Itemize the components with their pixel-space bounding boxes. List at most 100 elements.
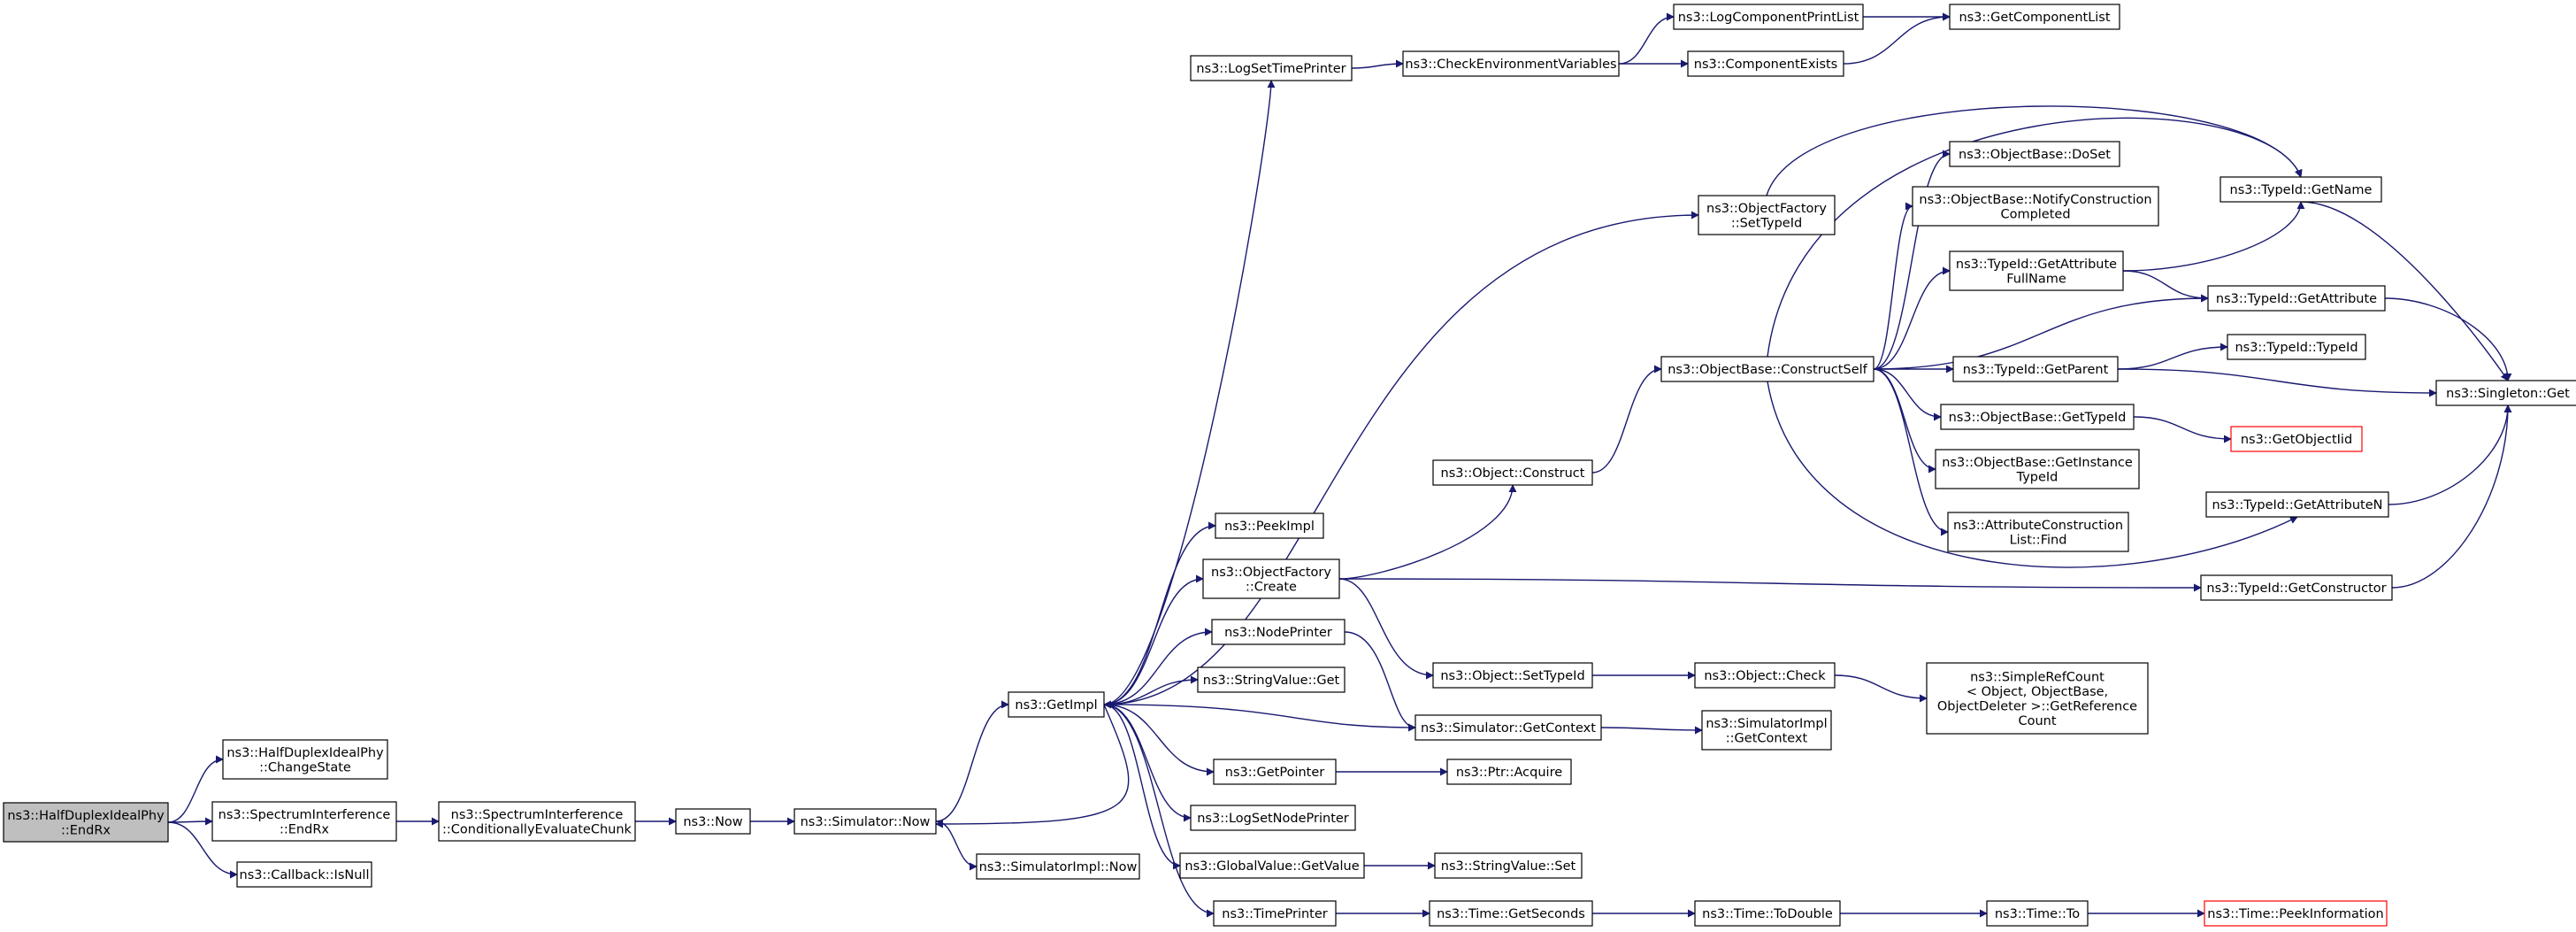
node-time_to[interactable]: ns3::Time::To [1986,900,2089,927]
node-stringvalue_get[interactable]: ns3::StringValue::Get [1197,666,1346,693]
call-edge-typeid_getattribute-to-singleton_get [2384,297,2512,381]
node-box [1414,714,1602,741]
node-componentexists[interactable]: ns3::ComponentExists [1687,50,1844,77]
node-label: ns3::TypeId::GetConstructor [2206,582,2386,596]
node-objectfactory_create[interactable]: ns3::ObjectFactory::Create [1202,558,1340,599]
node-label: ns3::TypeId::GetAttributeN [2212,498,2382,512]
node-box [222,739,388,780]
node-label: ns3::Singleton::Get [2446,387,2570,401]
call-edge-object_check-to-simplerefcount [1834,674,1928,703]
node-time_peekinformation[interactable]: ns3::Time::PeekInformation [2204,900,2388,927]
node-label: ns3::CheckEnvironmentVariables [1405,58,1616,72]
node-spectrum_endrx[interactable]: ns3::SpectrumInterference::EndRx [211,801,397,842]
node-now[interactable]: ns3::Now [675,808,751,835]
call-edge-constructself-to-objectbase_getinstancetypeid [1873,368,1936,474]
node-label: < Object, ObjectBase, [1966,685,2108,699]
node-singleton_get[interactable]: ns3::Singleton::Get [2435,380,2576,406]
node-simulatorimpl_getcontext[interactable]: ns3::SimulatorImpl::GetContext [1701,710,1832,751]
node-simulator_getcontext[interactable]: ns3::Simulator::GetContext [1414,714,1602,741]
call-edge-typeid_getattributen-to-singleton_get [2388,404,2512,505]
node-peekimpl[interactable]: ns3::PeekImpl [1215,512,1324,539]
node-logsettimeprinter[interactable]: ns3::LogSetTimePrinter [1190,55,1353,81]
node-globalvalue_getvalue[interactable]: ns3::GlobalValue::GetValue [1179,852,1365,879]
node-logsetnodeprinter[interactable]: ns3::LogSetNodePrinter [1190,805,1356,831]
node-label: ns3::SimulatorImpl [1706,717,1827,731]
call-edge-object_construct-to-constructself [1591,365,1662,474]
node-stringvalue_set[interactable]: ns3::StringValue::Set [1434,852,1583,879]
node-label: ns3::ObjectBase::GetTypeId [1949,411,2127,425]
node-label: ns3::Time::PeekInformation [2207,907,2383,921]
node-constructself[interactable]: ns3::ObjectBase::ConstructSelf [1660,356,1874,382]
node-box [1432,459,1593,486]
node-halfduplex_changestate[interactable]: ns3::HalfDuplexIdealPhy::ChangeState [222,739,388,780]
node-box [2207,285,2386,312]
node-box [1949,141,2120,167]
node-label: ns3::Ptr::Acquire [1456,766,1562,780]
node-label: List::Find [2010,533,2067,547]
node-getimpl[interactable]: ns3::GetImpl [1008,691,1105,718]
node-timeprinter[interactable]: ns3::TimePrinter [1213,900,1337,927]
node-label: ::Create [1246,580,1297,594]
node-label: ns3::Now [683,815,742,829]
node-object_check[interactable]: ns3::Object::Check [1694,662,1836,689]
node-simplerefcount[interactable]: ns3::SimpleRefCount< Object, ObjectBase,… [1926,662,2149,735]
node-label: ns3::GlobalValue::GetValue [1184,859,1359,874]
node-label: ns3::GetObjectIid [2241,433,2352,447]
node-ptr_acquire[interactable]: ns3::Ptr::Acquire [1446,759,1572,785]
node-label: FullName [2006,272,2066,286]
node-object_settypeid[interactable]: ns3::Object::SetTypeId [1432,662,1593,689]
node-label: ns3::Callback::IsNull [240,868,370,882]
node-typeid_getname[interactable]: ns3::TypeId::GetName [2220,176,2382,203]
node-typeid_getattributen[interactable]: ns3::TypeId::GetAttributeN [2205,491,2389,518]
node-box [1986,900,2089,927]
node-box [1912,186,2159,227]
node-label: ns3::GetPointer [1225,766,1325,780]
node-getobjectiid[interactable]: ns3::GetObjectIid [2230,426,2363,452]
call-edge-getimpl-to-logsettimeprinter [1103,80,1276,705]
node-typeid_getattribute[interactable]: ns3::TypeId::GetAttribute [2207,285,2386,312]
node-nodeprinter[interactable]: ns3::NodePrinter [1211,619,1346,645]
call-edge-getimpl-to-stringvalue_get [1103,675,1199,705]
node-box [438,801,636,842]
call-edge-getimpl-to-objectfactory_settypeid [1103,211,1699,705]
node-typeid_getconstructor[interactable]: ns3::TypeId::GetConstructor [2200,574,2393,601]
call-edge-typeid_getname-to-singleton_get [2300,201,2509,381]
node-objectbase_notify[interactable]: ns3::ObjectBase::NotifyConstructionCompl… [1912,186,2159,227]
call-edge-simulator_now-to-simulatorimpl_now [935,820,978,871]
node-checkenv[interactable]: ns3::CheckEnvironmentVariables [1402,50,1620,77]
call-edge-typeid_getattributefullname-to-typeid_getattribute [2122,270,2209,303]
node-label: ns3::SimpleRefCount [1970,670,2104,684]
node-typeid_getparent[interactable]: ns3::TypeId::GetParent [1952,356,2119,382]
node-label: ::GetContext [1726,731,1808,745]
node-spectrum_chunk[interactable]: ns3::SpectrumInterference::Conditionally… [438,801,636,842]
node-objectfactory_settypeid[interactable]: ns3::ObjectFactory::SetTypeId [1698,195,1836,235]
node-objectbase_gettypeid[interactable]: ns3::ObjectBase::GetTypeId [1940,404,2135,430]
node-typeid_typeid[interactable]: ns3::TypeId::TypeId [2227,334,2366,360]
node-objectbase_doset[interactable]: ns3::ObjectBase::DoSet [1949,141,2120,167]
node-label: ns3::Object::Construct [1441,466,1585,481]
node-logcomponentprintlist[interactable]: ns3::LogComponentPrintList [1673,4,1864,30]
node-simulatorimpl_now[interactable]: ns3::SimulatorImpl::Now [976,853,1140,880]
node-time_getseconds[interactable]: ns3::Time::GetSeconds [1429,900,1593,927]
node-box [1213,900,1337,927]
node-getcomponentlist[interactable]: ns3::GetComponentList [1949,4,2120,30]
node-simulator_now[interactable]: ns3::Simulator::Now [794,808,937,835]
node-label: ns3::Simulator::Now [801,815,931,829]
call-edge-objectfactory_create-to-object_settypeid [1338,578,1434,680]
node-getpointer[interactable]: ns3::GetPointer [1213,759,1337,785]
node-box [1673,4,1864,30]
node-time_todouble[interactable]: ns3::Time::ToDouble [1694,900,1841,927]
node-label: ns3::LogComponentPrintList [1678,11,1859,25]
node-label: ns3::TypeId::GetAttribute [1956,258,2117,272]
node-label: ns3::ObjectBase::GetInstance [1942,456,2133,470]
node-label: ns3::GetImpl [1015,698,1097,712]
node-object_construct[interactable]: ns3::Object::Construct [1432,459,1593,486]
call-edge-typeid_getparent-to-typeid_typeid [2117,343,2228,370]
call-edge-logsettimeprinter-to-checkenv [1351,59,1404,69]
node-box [2200,574,2393,601]
node-callback_isnull[interactable]: ns3::Callback::IsNull [236,861,372,888]
call-edge-getimpl-to-timeprinter [1103,704,1215,918]
